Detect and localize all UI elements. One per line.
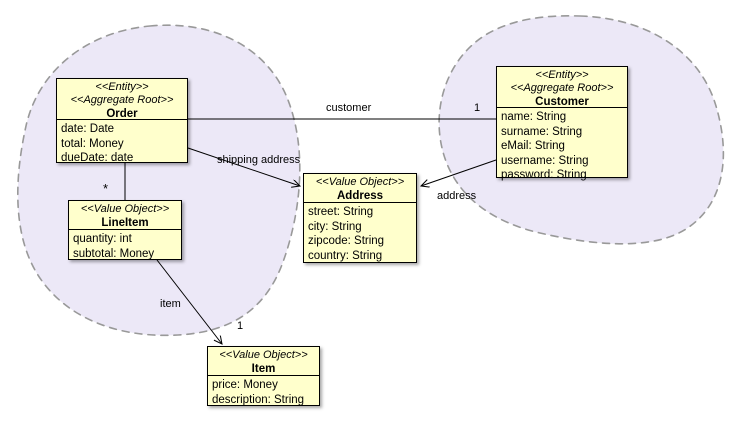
class-order-stereotype-entity: <<Entity>> [95, 81, 149, 93]
class-address-header: <<Value Object>> Address [304, 174, 416, 203]
class-address-name: Address [336, 190, 384, 202]
attribute-row: dueDate: date [61, 152, 134, 164]
attribute-row: date: Date [61, 123, 115, 135]
edge-order-address [187, 147, 300, 186]
class-order-header: <<Entity>> <<Aggregate Root>> Order [57, 79, 187, 120]
attribute-row: password: String [501, 169, 587, 181]
attribute-row: description: String [212, 393, 305, 406]
attribute-row: subtotal: Money [73, 247, 155, 260]
class-address-stereotype-value-object: <<Value Object>> [315, 176, 405, 188]
class-order-attributes: date: Date total: Money dueDate: date [57, 120, 187, 168]
attribute-row: total: Money [61, 137, 124, 150]
class-order-name: Order [106, 108, 138, 120]
attribute-row: surname: String [501, 125, 583, 138]
attribute-row: street: String [308, 206, 374, 218]
class-lineitem-attributes: quantity: int subtotal: Money [69, 230, 181, 263]
class-item-stereotype-value-object: <<Value Object>> [219, 349, 308, 361]
class-lineitem-header: <<Value Object>> LineItem [69, 201, 181, 230]
edge-lineitem-item [156, 259, 222, 344]
attribute-row: name: String [501, 111, 567, 123]
multiplicity-lineitem-star: * [103, 181, 109, 196]
attribute-row: country: String [308, 249, 383, 262]
class-customer-stereotype-aggregate-root: <<Aggregate Root>> [510, 82, 614, 94]
class-lineitem-name: LineItem [101, 217, 149, 229]
multiplicity-customer-1: 1 [474, 102, 481, 114]
class-item-attributes: price: Money description: String [208, 376, 319, 409]
class-customer-name: Customer [535, 96, 589, 108]
attribute-row: price: Money [212, 379, 278, 391]
attribute-row: quantity: int [73, 233, 132, 245]
class-address-attributes: street: String city: String zipcode: Str… [304, 203, 416, 265]
edge-label-address: address [437, 190, 477, 202]
edge-label-shipping-address: shipping address [217, 154, 301, 166]
attribute-row: zipcode: String [308, 235, 385, 247]
class-address[interactable]: <<Value Object>> Address street: String … [303, 173, 417, 263]
class-item-name: Item [251, 363, 276, 375]
class-item[interactable]: <<Value Object>> Item price: Money descr… [207, 346, 320, 406]
attribute-row: username: String [501, 154, 589, 167]
multiplicity-item-1: 1 [237, 320, 244, 332]
class-customer-header: <<Entity>> <<Aggregate Root>> Customer [497, 67, 627, 108]
class-customer[interactable]: <<Entity>> <<Aggregate Root>> Customer n… [496, 66, 628, 181]
class-order-stereotype-aggregate-root: <<Aggregate Root>> [70, 94, 174, 106]
class-customer-attributes: name: String surname: String eMail: Stri… [497, 108, 627, 185]
class-lineitem[interactable]: <<Value Object>> LineItem quantity: int … [68, 200, 182, 260]
class-lineitem-stereotype-value-object: <<Value Object>> [80, 203, 170, 215]
class-item-header: <<Value Object>> Item [208, 347, 319, 376]
edge-label-customer: customer [326, 102, 372, 114]
attribute-row: eMail: String [501, 140, 565, 152]
edge-label-item: item [160, 298, 181, 310]
class-order[interactable]: <<Entity>> <<Aggregate Root>> Order date… [56, 78, 188, 164]
edge-customer-address [421, 159, 497, 186]
class-customer-stereotype-entity: <<Entity>> [535, 69, 589, 81]
attribute-row: city: String [308, 220, 362, 233]
